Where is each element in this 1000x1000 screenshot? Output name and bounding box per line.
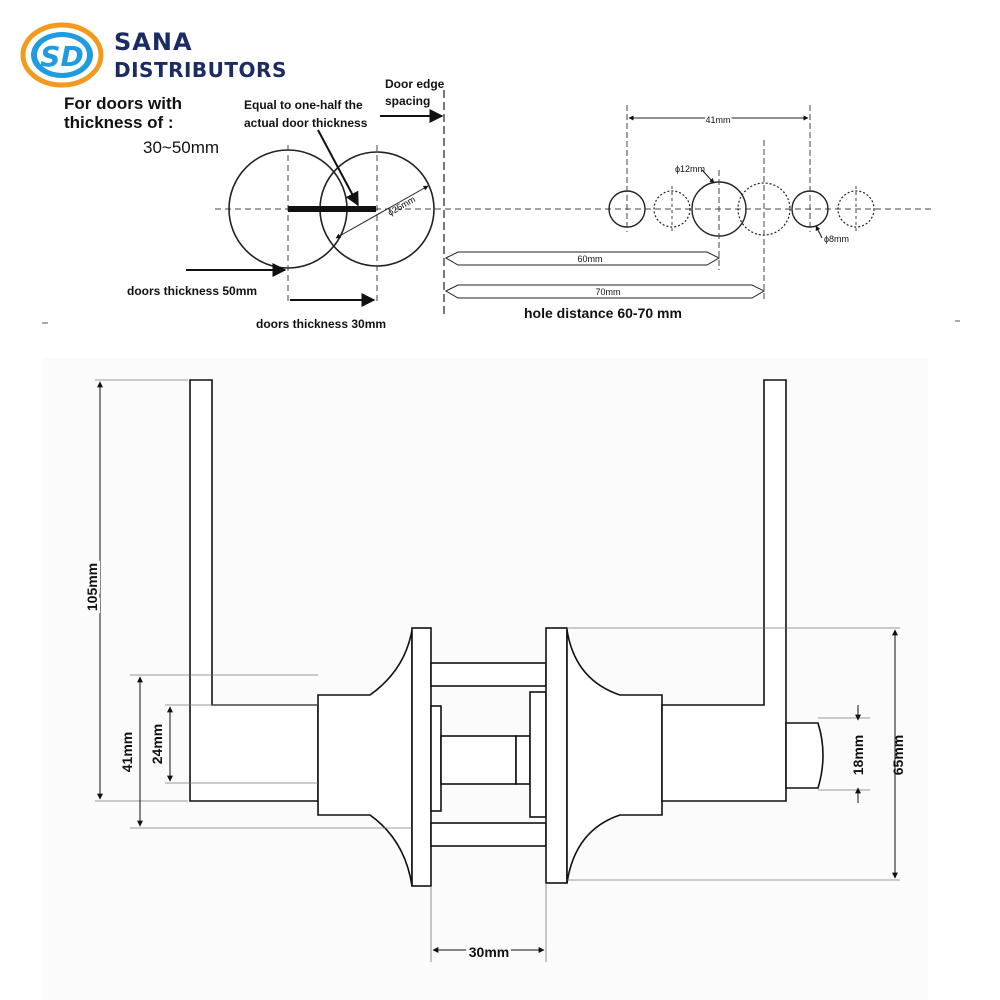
right-lever-handle: [661, 379, 787, 802]
thickness-range: 30~50mm: [143, 138, 220, 157]
spindle-housing-right: [529, 691, 547, 818]
doors-thickness-30-label: doors thickness 30mm: [256, 317, 387, 331]
dim-24mm-label: 24mm: [149, 724, 165, 764]
dim-41mm-label: 41mm: [705, 115, 730, 125]
spindle-body: [440, 735, 517, 785]
bore-hole-diagram: ϕ25mm 41mm ϕ12mm ϕ8mm 60mm 70mm: [42, 90, 960, 324]
dim-105mm-label: 105mm: [84, 563, 100, 611]
dim-18mm-label: 18mm: [850, 735, 866, 775]
spindle-collar: [515, 735, 531, 785]
brand-name-line1: SANA: [114, 28, 193, 56]
brand-logo-icon: SD: [20, 22, 104, 88]
dim-70mm-band: [444, 284, 766, 299]
right-rose: [566, 629, 663, 884]
door-edge-spacing-label: Door edge spacing: [385, 77, 445, 108]
left-rose: [317, 629, 413, 887]
lower-tie-bar: [430, 822, 547, 847]
dim-60mm-band: [444, 251, 721, 266]
half-thickness-note: Equal to one-half the actual door thickn…: [244, 98, 368, 130]
dim-65mm-label: 65mm: [890, 735, 906, 775]
half-thickness-bar: [288, 206, 376, 212]
door-thickness-heading: For doors with thickness of :: [64, 94, 183, 132]
upper-tie-bar: [430, 662, 547, 687]
dim-60mm-label: 60mm: [577, 254, 602, 264]
dim-41mm-label-bottom: 41mm: [119, 732, 135, 772]
right-spindle-stub: [785, 722, 824, 789]
dim-8mm-label: ϕ8mm: [824, 234, 849, 244]
spindle-housing-left: [430, 705, 442, 812]
left-rose-plate: [411, 627, 432, 887]
dim-30mm-label: 30mm: [469, 944, 509, 960]
bore-diameter-line: [335, 185, 429, 239]
brand-monogram: SD: [40, 40, 83, 73]
brand-name-line2: DISTRIBUTORS: [114, 58, 287, 82]
dim-12mm-label: ϕ12mm: [675, 164, 705, 174]
dim-70mm-label: 70mm: [595, 287, 620, 297]
left-lever-handle: [189, 379, 319, 802]
doors-thickness-50-label: doors thickness 50mm: [127, 284, 258, 298]
right-rose-plate: [545, 627, 568, 884]
hole-distance-label: hole distance 60-70 mm: [524, 305, 682, 321]
